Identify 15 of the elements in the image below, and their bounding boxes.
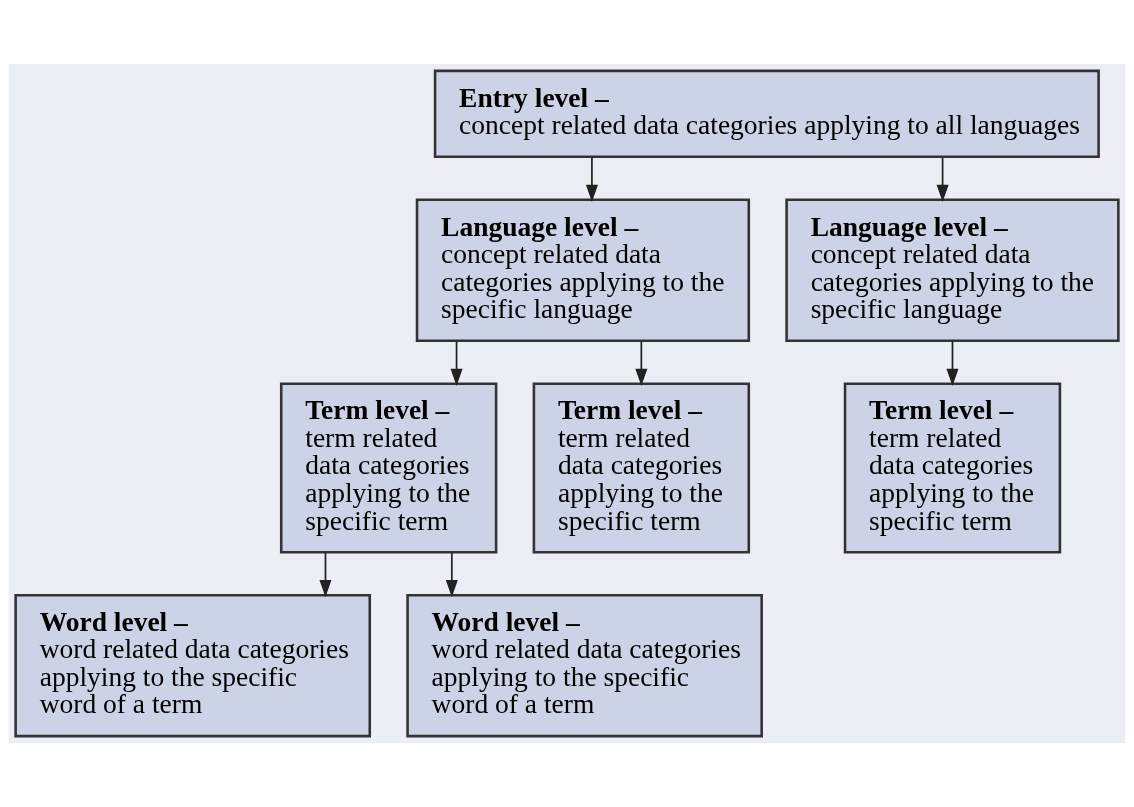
node-box: Language level – concept related data categories applying to the specific language bbox=[415, 198, 751, 343]
arrow bbox=[946, 340, 959, 387]
node-box: Entry level – concept related data categories applying to all languages bbox=[433, 69, 1100, 159]
arrow bbox=[319, 551, 332, 598]
arrow bbox=[635, 340, 648, 387]
node-box: Language level – concept related data categories applying to the specific language bbox=[785, 198, 1120, 343]
node-box: Term level – term related data categories applying to the specific term bbox=[279, 382, 498, 554]
node-box: Word level – word related data categories applying to the specific word of a term bbox=[14, 593, 372, 738]
arrow bbox=[445, 551, 458, 598]
arrow bbox=[585, 156, 598, 202]
node-box: Term level – term related data categories applying to the specific term bbox=[843, 382, 1062, 554]
arrow bbox=[936, 156, 949, 202]
arrow bbox=[450, 340, 463, 387]
node-box: Word level – word related data categories applying to the specific word of a term bbox=[406, 593, 763, 738]
node-box: Term level – term related data categories applying to the specific term bbox=[532, 382, 751, 554]
